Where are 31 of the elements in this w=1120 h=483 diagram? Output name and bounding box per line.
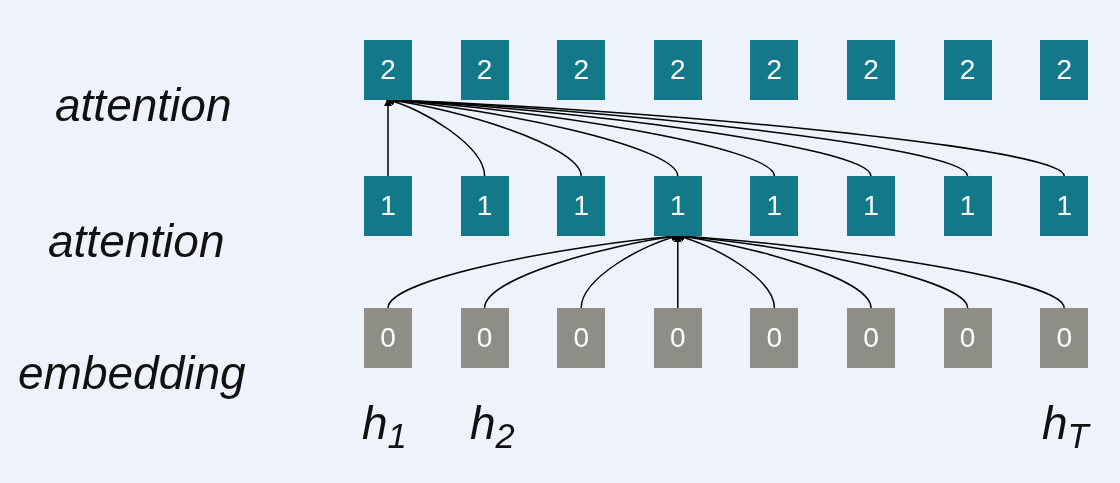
embedding-box: 0: [750, 308, 799, 368]
embedding-box: 0: [460, 308, 509, 368]
row-label: attention: [55, 82, 232, 128]
row-label: h$_{1}$: [362, 400, 407, 446]
attention-box: 2: [750, 40, 799, 100]
attention-box: 2: [364, 40, 412, 100]
attention-box: 1: [847, 176, 895, 236]
attention-box: 2: [557, 40, 606, 100]
embedding-box: 0: [847, 308, 895, 368]
embedding-box: 0: [1040, 308, 1089, 368]
attention-box: 1: [1040, 176, 1089, 236]
attention-box: 1: [557, 176, 606, 236]
embedding-box: 0: [557, 308, 606, 368]
attention-box: 1: [653, 176, 702, 236]
row-label: attention: [48, 218, 225, 264]
row-label: h$_{T}$: [1042, 400, 1089, 446]
attention-box: 2: [943, 40, 992, 100]
arrow: [673, 234, 682, 309]
attention-box: 1: [750, 176, 799, 236]
embedding-box: 0: [653, 308, 702, 368]
arrow: [384, 98, 392, 177]
attention-box: 1: [460, 176, 509, 236]
attention-box: 2: [1040, 40, 1089, 100]
attention-box: 1: [364, 176, 412, 236]
attention-box: 2: [460, 40, 509, 100]
embedding-box: 0: [943, 308, 992, 368]
row-label: h$_{2}$: [470, 400, 515, 446]
attention-box: 2: [653, 40, 702, 100]
attention-box: 2: [847, 40, 895, 100]
embedding-box: 0: [364, 308, 412, 368]
attention-box: 1: [943, 176, 992, 236]
